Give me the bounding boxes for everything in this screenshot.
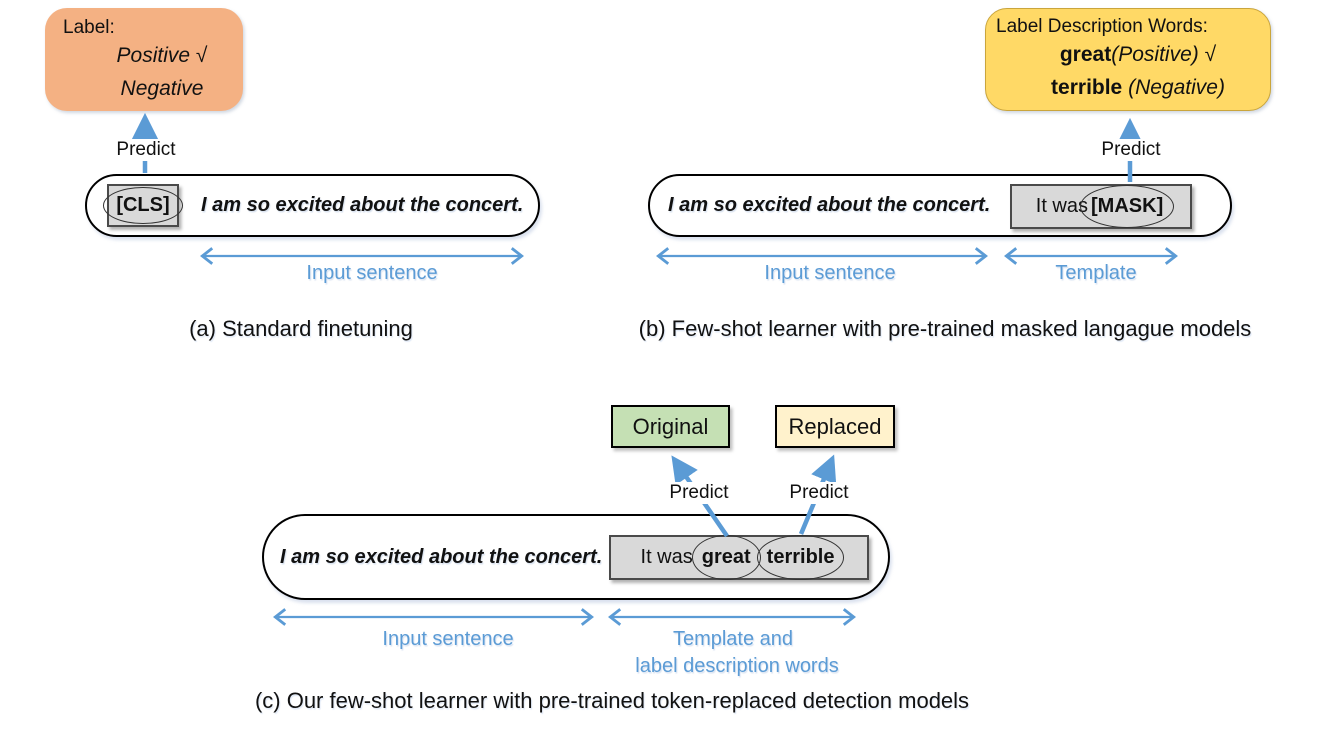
mask-token-box: It was [MASK] [1010, 184, 1192, 229]
input-sentence-label-c: Input sentence [382, 628, 514, 650]
great-token: great [691, 535, 761, 580]
mask-token: [MASK] [1080, 185, 1175, 228]
cls-token: [CLS] [103, 187, 183, 224]
predict-label-c-right: Predict [785, 482, 853, 504]
label-word-terrible: terrible (Negative) [1051, 76, 1225, 99]
input-pill-c: I am so excited about the concert. It wa… [262, 514, 890, 600]
template-label-c-line2: label description words [635, 655, 839, 677]
caption-c: (c) Our few-shot learner with pre-traine… [254, 688, 970, 713]
template-label-b: Template [1055, 262, 1137, 284]
label-option-positive: Positive √ [116, 44, 208, 67]
cls-token-box: [CLS] [103, 184, 183, 227]
caption-a: (a) Standard finetuning [189, 316, 413, 341]
caption-b: (b) Few-shot learner with pre-trained ma… [638, 316, 1252, 341]
terrible-token: terrible [756, 535, 845, 580]
label-box-a: Label: Positive √ Negative [45, 8, 243, 111]
label-box-a-title: Label: [63, 17, 115, 38]
original-class-box: Original [611, 405, 730, 448]
label-word-great: great(Positive) √ [1059, 43, 1217, 66]
replaced-token-box: It was great terrible [609, 535, 869, 580]
predict-label-a: Predict [112, 139, 180, 161]
replaced-class-box: Replaced [775, 405, 895, 448]
label-box-b: Label Description Words: great(Positive)… [985, 8, 1271, 111]
template-prefix-b: It was [1035, 195, 1089, 217]
predict-label-b: Predict [1097, 139, 1165, 161]
label-box-a-options: Positive √ Negative [63, 39, 243, 105]
input-sentence-label-b: Input sentence [764, 262, 896, 284]
input-sentence-a: I am so excited about the concert. [201, 194, 524, 216]
check-icon: √ [190, 44, 208, 67]
input-sentence-b: I am so excited about the concert. [668, 194, 991, 216]
input-pill-a: [CLS] I am so excited about the concert. [85, 174, 540, 237]
input-sentence-c: I am so excited about the concert. [280, 545, 603, 568]
label-option-negative: Negative [120, 77, 204, 100]
predict-label-c-left: Predict [665, 482, 733, 504]
label-box-b-options: great(Positive) √ terrible (Negative) [996, 38, 1270, 104]
template-label-c-line1: Template and [672, 628, 794, 650]
original-label: Original [632, 413, 709, 439]
check-icon: √ [1198, 43, 1217, 66]
template-prefix-c: It was [640, 546, 693, 568]
input-pill-b: I am so excited about the concert. It wa… [648, 174, 1232, 237]
input-sentence-label-a: Input sentence [306, 262, 438, 284]
replaced-label: Replaced [788, 413, 882, 439]
label-box-b-title: Label Description Words: [996, 16, 1208, 37]
